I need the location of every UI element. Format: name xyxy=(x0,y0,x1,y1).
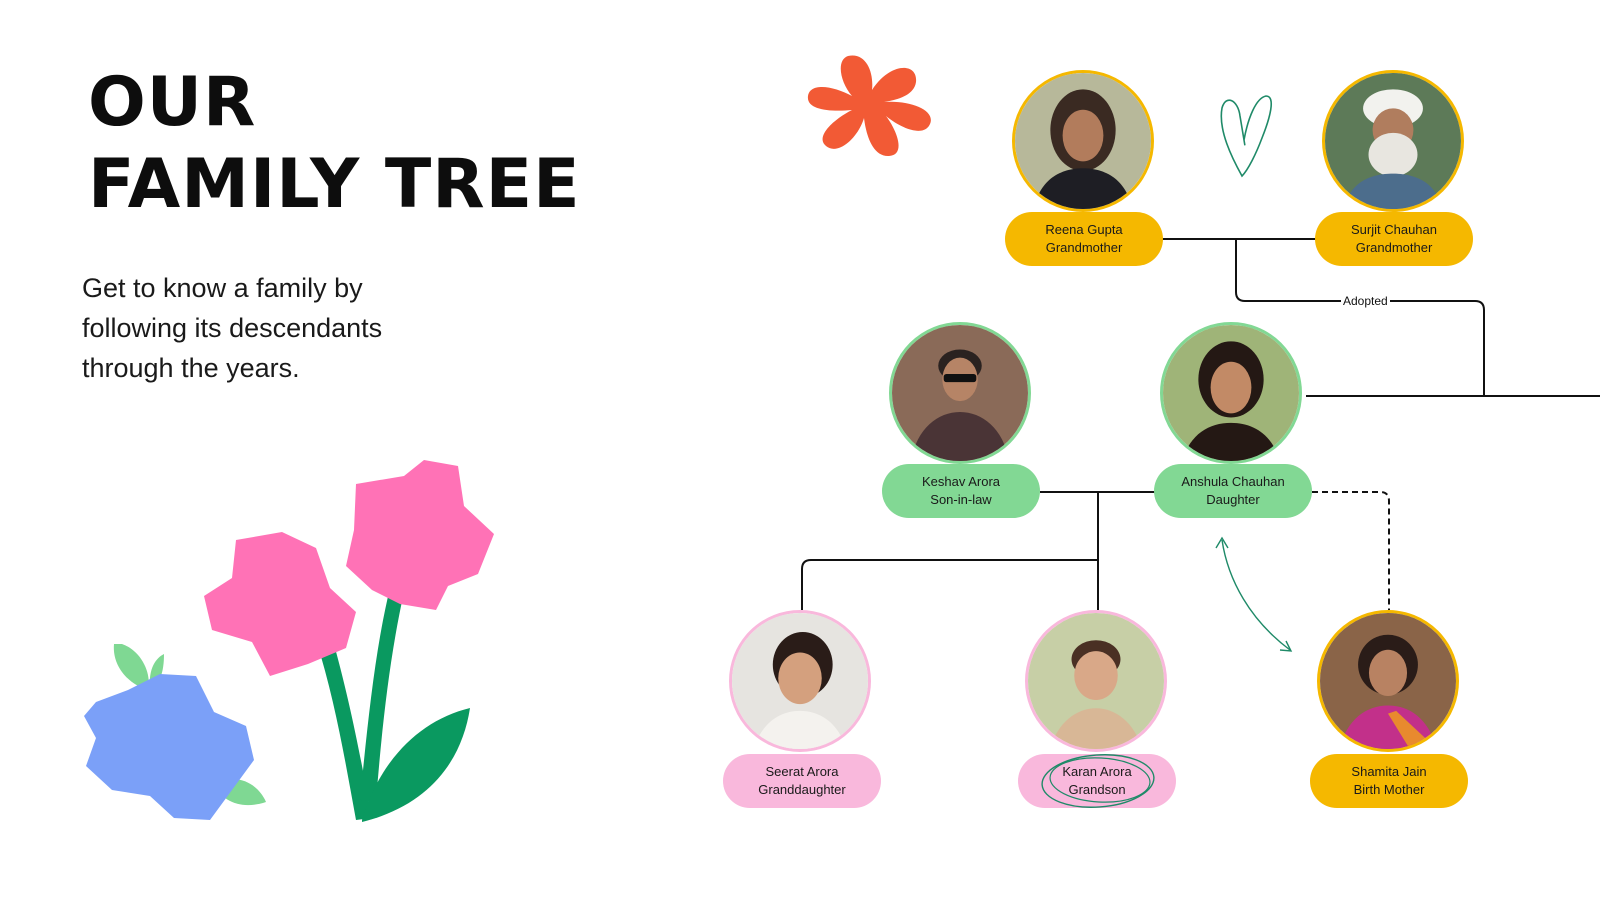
flower-icon xyxy=(807,55,931,156)
member-name: Karan Arora xyxy=(1062,764,1132,779)
member-role: Granddaughter xyxy=(758,782,846,797)
label-seerat: Seerat Arora Granddaughter xyxy=(723,754,881,808)
avatar-seerat[interactable] xyxy=(729,610,871,752)
member-name: Surjit Chauhan xyxy=(1351,222,1437,237)
flower-icon xyxy=(346,460,494,610)
member-role: Grandmother xyxy=(1355,240,1433,255)
avatar-shamita[interactable] xyxy=(1317,610,1459,752)
member-role: Daughter xyxy=(1206,492,1260,507)
member-role: Birth Mother xyxy=(1353,782,1425,797)
title-line-2: FAMILY TREE xyxy=(88,145,581,224)
label-anshula: Anshula Chauhan Daughter xyxy=(1154,464,1312,518)
member-role: Grandson xyxy=(1068,782,1126,797)
page-title: OUR FAMILY TREE xyxy=(88,62,581,226)
member-role: Grandmother xyxy=(1045,240,1123,255)
leaf-icon xyxy=(362,708,470,822)
page-subtitle: Get to know a family by following its de… xyxy=(82,273,383,383)
label-keshav: Keshav Arora Son-in-law xyxy=(882,464,1040,518)
member-name: Shamita Jain xyxy=(1351,764,1427,779)
avatar-reena[interactable] xyxy=(1012,70,1154,212)
birth-mother-line xyxy=(1312,491,1390,610)
portrait-icon xyxy=(1028,613,1164,749)
avatar-karan[interactable] xyxy=(1025,610,1167,752)
title-line-1: OUR xyxy=(88,63,257,142)
member-name: Keshav Arora xyxy=(921,474,1001,489)
arrow-head-icon xyxy=(1279,640,1293,652)
portrait-icon xyxy=(1015,73,1151,209)
portrait-icon xyxy=(1320,613,1456,749)
label-surjit: Surjit Chauhan Grandmother xyxy=(1315,212,1473,266)
flower-icon xyxy=(204,532,356,676)
avatar-surjit[interactable] xyxy=(1322,70,1464,212)
heart-icon xyxy=(1220,95,1273,178)
arrow-head-icon xyxy=(1215,536,1229,549)
avatar-keshav[interactable] xyxy=(889,322,1031,464)
leaf-icon xyxy=(113,644,149,690)
stem-icon xyxy=(316,630,372,820)
child-line xyxy=(801,559,1098,610)
label-karan: Karan Arora Grandson xyxy=(1018,754,1176,808)
portrait-icon xyxy=(1163,325,1299,461)
label-reena: Reena Gupta Grandmother xyxy=(1005,212,1163,266)
adopted-label: Adopted xyxy=(1341,294,1390,308)
portrait-icon xyxy=(732,613,868,749)
member-name: Anshula Chauhan xyxy=(1181,474,1285,489)
stem-icon xyxy=(360,588,404,802)
member-role: Son-in-law xyxy=(930,492,992,507)
curved-arrow-icon xyxy=(1221,539,1291,651)
member-name: Seerat Arora xyxy=(765,764,839,779)
portrait-icon xyxy=(892,325,1028,461)
avatar-anshula[interactable] xyxy=(1160,322,1302,464)
portrait-icon xyxy=(1325,73,1461,209)
label-shamita: Shamita Jain Birth Mother xyxy=(1310,754,1468,808)
member-name: Reena Gupta xyxy=(1045,222,1123,237)
flower-icon xyxy=(84,674,254,820)
